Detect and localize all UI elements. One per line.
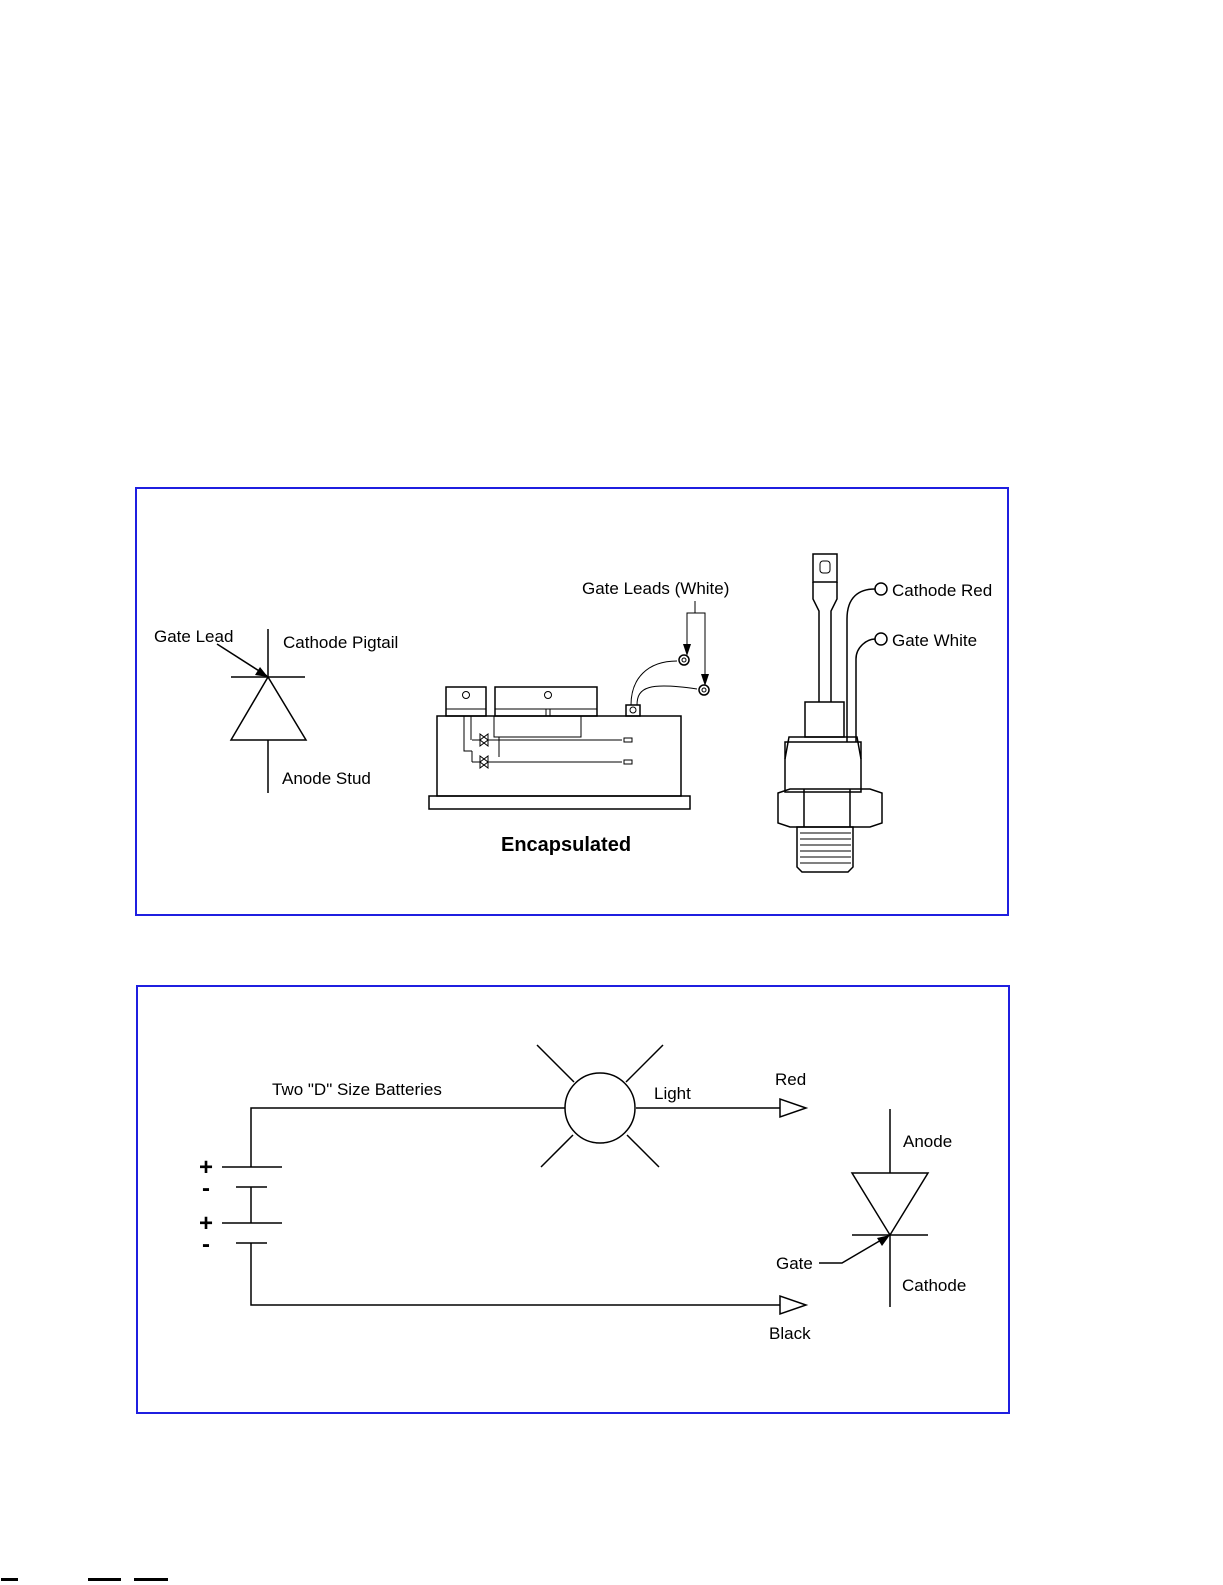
circuit-wiring: [251, 1108, 780, 1305]
gate-white-label: Gate White: [892, 631, 977, 650]
scr-types-panel: Gate Lead Cathode Pigtail Anode Stud: [135, 487, 1009, 916]
gate-label: Gate: [776, 1254, 813, 1273]
light-bulb-icon: [537, 1045, 663, 1167]
black-lead-arrow: [780, 1296, 806, 1314]
test-circuit-diagram: + - + - Two "D" Size Batteries Light Red…: [138, 987, 1012, 1416]
light-label: Light: [654, 1084, 691, 1103]
stud-scr-drawing: [778, 554, 887, 872]
battery-pair: [222, 1167, 282, 1243]
gate-leads-label: Gate Leads (White): [582, 579, 729, 598]
anode-stud-label: Anode Stud: [282, 769, 371, 788]
batteries-label: Two "D" Size Batteries: [272, 1080, 442, 1099]
footer-mark: [1, 1578, 18, 1581]
footer-mark: [134, 1578, 168, 1581]
encapsulated-module-drawing: [429, 601, 709, 809]
test-circuit-panel: + - + - Two "D" Size Batteries Light Red…: [136, 985, 1010, 1414]
gate-lead-label: Gate Lead: [154, 627, 233, 646]
cathode-label: Cathode: [902, 1276, 966, 1295]
scr-types-diagram: Gate Lead Cathode Pigtail Anode Stud: [137, 489, 1011, 918]
red-lead-label: Red: [775, 1070, 806, 1089]
encapsulated-caption: Encapsulated: [501, 834, 631, 856]
battery1-minus: -: [202, 1175, 210, 1202]
anode-label: Anode: [903, 1132, 952, 1151]
black-lead-label: Black: [769, 1324, 811, 1343]
footer-mark: [88, 1578, 121, 1581]
cathode-pigtail-label: Cathode Pigtail: [283, 633, 398, 652]
battery2-minus: -: [202, 1231, 210, 1258]
red-lead-arrow: [780, 1099, 806, 1117]
cathode-red-label: Cathode Red: [892, 581, 992, 600]
